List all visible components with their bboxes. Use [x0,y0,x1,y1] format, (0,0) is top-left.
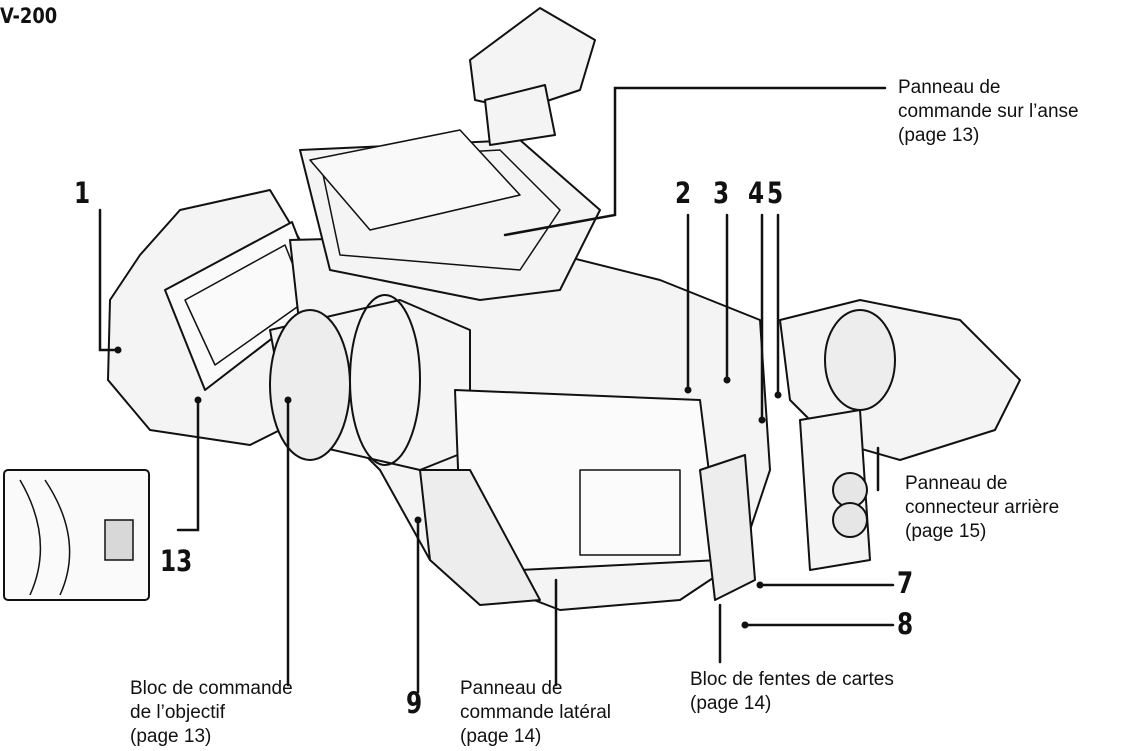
grip [419,469,541,606]
callout-1: 1 [74,176,91,210]
label-side-control-panel: Panneau de commande latéral (page 14) [460,678,612,747]
callout-9: 9 [406,686,423,720]
inset-detail [3,469,150,601]
callout-5: 5 [767,176,784,210]
callout-8: 8 [897,607,914,641]
label-handle-control-panel: Panneau de commande sur l’anse (page 13) [898,77,1079,146]
leader-lines [98,86,895,694]
callout-3: 3 [713,176,730,210]
label-card-slot-block: Bloc de fentes de cartes (page 14) [690,669,894,714]
model-label: V-200 [0,4,58,28]
label-lens-control-block: Bloc de commande de l’objectif (page 13) [130,678,293,747]
card-slot-block [699,454,756,601]
callout-2: 2 [675,176,692,210]
callout-4: 4 [748,176,765,210]
leader-dots [114,346,782,629]
label-rear-connector-panel: Panneau de connecteur arrière (page 15) [905,473,1060,542]
callout-13: 13 [160,544,193,578]
callout-7: 7 [897,566,914,600]
microphone [469,7,596,111]
